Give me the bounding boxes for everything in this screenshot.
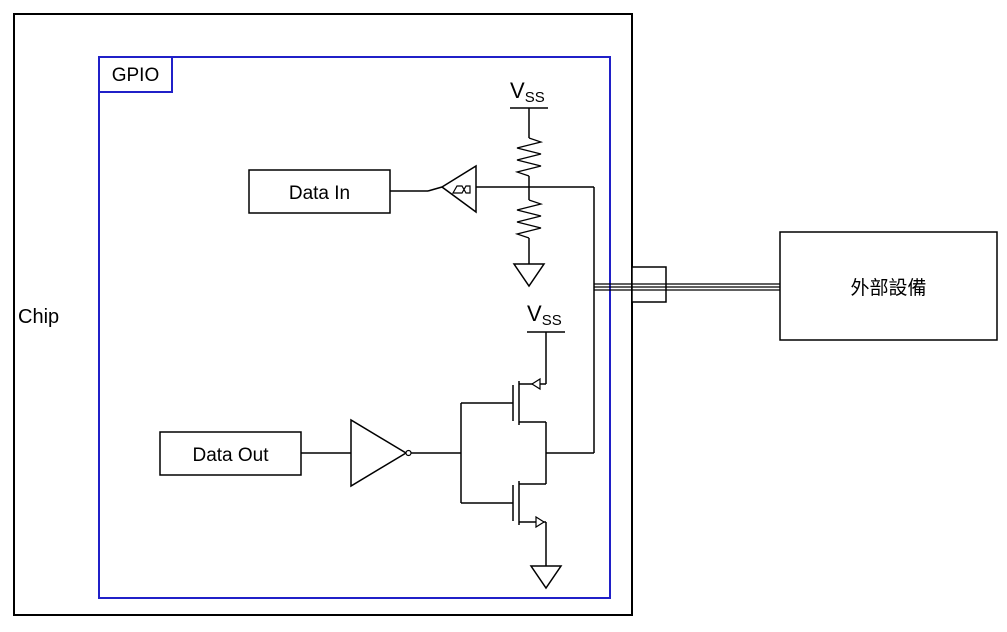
pullup-resistor (514, 137, 544, 177)
inverter-bubble (405, 449, 412, 457)
external-device-label: 外部設備 (850, 277, 926, 299)
output-inverter (350, 418, 408, 488)
chip-box (13, 13, 633, 616)
vss-top-label: VSS (510, 78, 545, 106)
schmitt-buffer (440, 164, 477, 214)
nmos-arrow (535, 515, 546, 529)
gpio-label: GPIO (112, 65, 160, 86)
ground-top-icon (512, 263, 546, 288)
data-out-box (159, 431, 302, 476)
data-in-label: Data In (289, 183, 350, 204)
hysteresis-icon (451, 185, 471, 194)
pmos-arrow (530, 377, 541, 391)
gpio-box (98, 56, 611, 599)
pulldown-resistor (514, 199, 544, 239)
external-device-box (779, 231, 998, 341)
chip-label: Chip (18, 306, 59, 328)
ground-bottom-icon (529, 565, 563, 590)
data-in-wire-2 (427, 186, 443, 192)
vss-mid-label: VSS (527, 301, 562, 329)
data-out-label: Data Out (192, 445, 269, 466)
gpio-label-box (98, 56, 173, 93)
